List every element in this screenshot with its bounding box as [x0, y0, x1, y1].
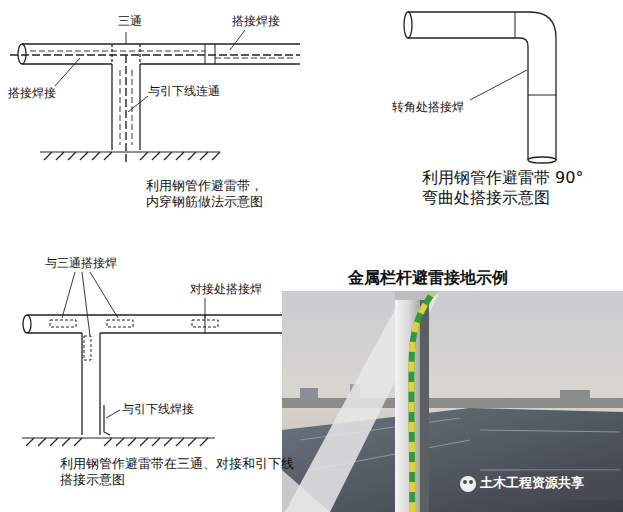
- figure-caption: 利用钢管作避雷带， 内穿钢筋做法示意图: [146, 178, 276, 211]
- steel-pipe-bend: [404, 12, 556, 163]
- part-label: 与引下线焊接: [122, 402, 212, 417]
- weld-bars: [50, 320, 218, 360]
- figure-caption: 利用钢管作避雷带在三通、对接和引下线搭接示意图: [60, 456, 296, 489]
- ground-hatch: [22, 438, 215, 446]
- down-conductor: [104, 405, 110, 435]
- steel-pipe-tee: [10, 44, 300, 162]
- leader-lines: [55, 30, 245, 112]
- ground-hatch: [40, 152, 220, 160]
- part-label: 对接处搭接焊: [190, 282, 280, 297]
- leader-line: [470, 70, 527, 100]
- part-label: 与引下线连通: [148, 84, 258, 99]
- part-label: 搭接焊接: [8, 86, 78, 101]
- leader-lines: [62, 272, 205, 418]
- steel-pipe-tee: [23, 315, 304, 435]
- figure-caption: 利用钢管作避雷带 90° 弯曲处搭接示意图: [422, 168, 597, 208]
- part-label: 与三通搭接焊: [45, 256, 135, 271]
- photo-title: 金属栏杆避雷接地示例: [348, 268, 548, 288]
- railing-photo: [282, 291, 623, 512]
- part-label: 三通: [118, 14, 158, 29]
- watermark: 土木工程资源共享: [480, 475, 620, 491]
- part-label: 转角处搭接焊: [392, 100, 482, 115]
- part-label: 搭接焊接: [232, 14, 302, 29]
